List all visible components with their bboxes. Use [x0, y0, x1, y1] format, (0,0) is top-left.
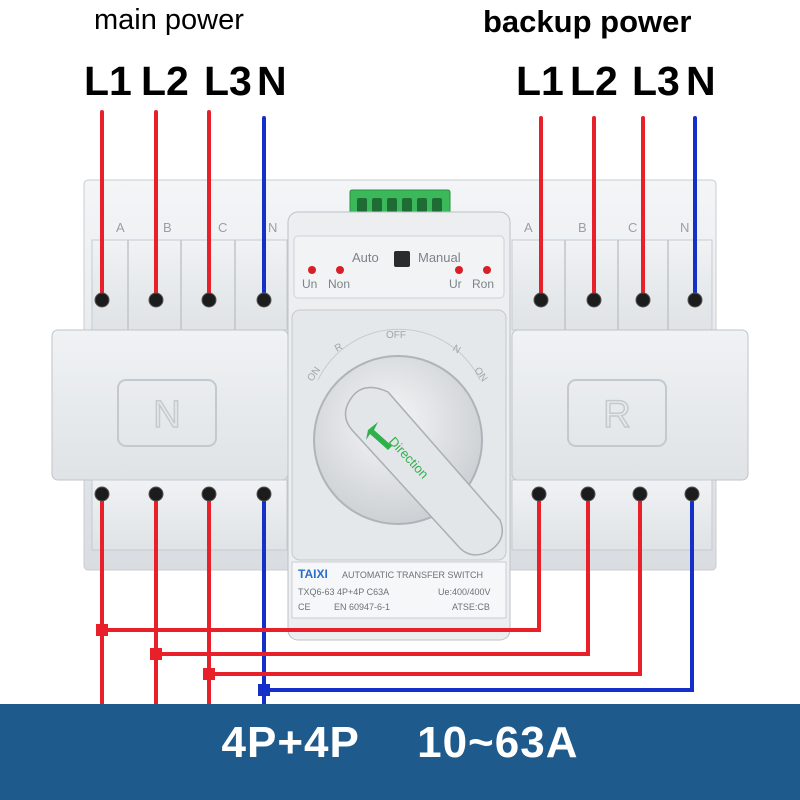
backup-power-title: backup power — [483, 4, 692, 39]
backup-l1-bridge-wire — [100, 494, 541, 632]
direction-arrow-icon — [366, 422, 392, 450]
dial-label-n: N — [451, 343, 463, 356]
product-label: AUTOMATIC TRANSFER SWITCH — [342, 570, 483, 580]
upper-left-terminal-block — [91, 239, 288, 331]
model-label: TXQ6-63 4P+4P C63A — [298, 587, 389, 597]
backup-terminal-letter-a: A — [524, 220, 533, 235]
junction-l2 — [150, 648, 162, 660]
indicator-led-ron — [483, 266, 491, 274]
indicator-led-ur — [455, 266, 463, 274]
mode-manual-label: Manual — [418, 250, 461, 265]
indicator-label-un: Un — [302, 277, 317, 291]
current-range-label: 10~63A — [417, 718, 579, 767]
backup-l3-bridge-wire — [207, 494, 642, 676]
main-phase-l3: L3 — [204, 58, 252, 104]
upper-right-terminal-block — [511, 239, 713, 331]
indicator-label-non: Non — [328, 277, 350, 291]
backup-phase-l3: L3 — [632, 58, 680, 104]
main-phase-l1: L1 — [84, 58, 132, 104]
ce-mark: CE — [298, 602, 311, 612]
dial-label-r: R — [333, 341, 345, 354]
knob-handle[interactable] — [344, 386, 503, 556]
main-terminal-letter-b: B — [163, 220, 172, 235]
main-terminal-letter-a: A — [116, 220, 125, 235]
class-label: ATSE:CB — [452, 602, 490, 612]
main-power-title: main power — [94, 4, 244, 36]
right-side-label: R — [603, 394, 630, 436]
backup-l2-bridge-wire — [154, 494, 590, 656]
left-side-label: N — [153, 394, 180, 436]
spec-banner — [0, 704, 800, 800]
junction-n — [258, 684, 270, 696]
nameplate — [291, 561, 507, 619]
backup-terminal-letter-b: B — [578, 220, 587, 235]
standard-label: EN 60947-6-1 — [334, 602, 390, 612]
main-terminal-letter-c: C — [218, 220, 227, 235]
junction-l3 — [203, 668, 215, 680]
backup-phase-n: N — [686, 58, 716, 104]
main-terminal-letter-n: N — [268, 220, 277, 235]
dial-label-off: OFF — [386, 330, 406, 341]
backup-terminal-letter-c: C — [628, 220, 637, 235]
indicator-led-un — [308, 266, 316, 274]
main-phase-l2: L2 — [141, 58, 189, 104]
indicator-label-ur: Ur — [449, 277, 462, 291]
indicator-led-non — [336, 266, 344, 274]
poles-label: 4P+4P — [221, 718, 360, 767]
main-phase-n: N — [257, 58, 287, 104]
rating-label: Ue:400/400V — [438, 587, 491, 597]
mode-selector-switch[interactable] — [394, 251, 410, 267]
backup-terminal-letter-n: N — [680, 220, 689, 235]
spec-banner-text: 4P+4P 10~63A — [0, 718, 800, 768]
backup-phase-l1: L1 — [516, 58, 564, 104]
mode-auto-label: Auto — [352, 250, 379, 265]
backup-phase-l2: L2 — [570, 58, 618, 104]
backup-n-bridge-wire — [262, 494, 694, 692]
brand-label: TAIXI — [298, 567, 328, 581]
indicator-label-ron: Ron — [472, 277, 494, 291]
junction-l1 — [96, 624, 108, 636]
